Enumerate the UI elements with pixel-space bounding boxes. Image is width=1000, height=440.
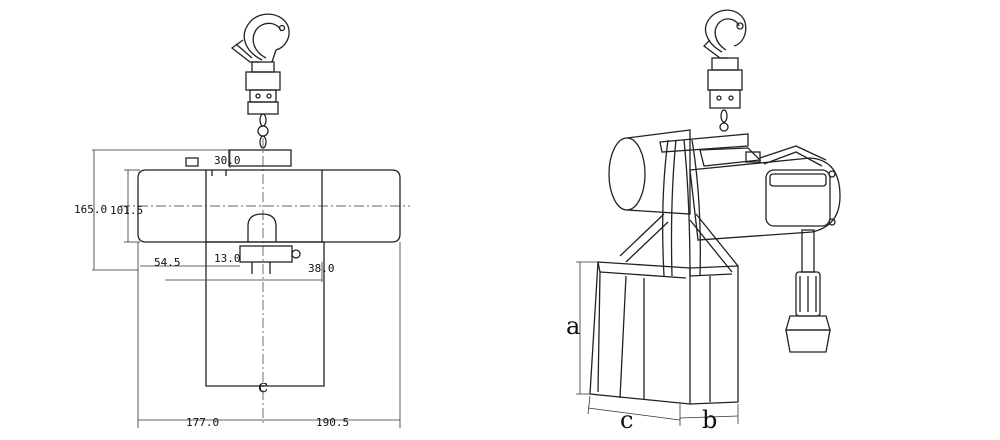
front-view: [137, 13, 401, 387]
dimension-texts: 30.0 165.0 101.5 54.5 13.0 38.0 177.0 19…: [74, 154, 349, 429]
dim-top-offset: 30.0: [214, 154, 241, 167]
perspective-label-c: c: [620, 406, 633, 434]
hook-perspective: [703, 9, 747, 59]
front-label-c: c: [258, 376, 268, 397]
dimension-lines: [92, 149, 401, 428]
swivel-block-front: [245, 61, 281, 115]
dim-body-height: 101.5: [110, 204, 143, 217]
chain-bag-perspective: [589, 261, 739, 405]
dim-left-width: 177.0: [186, 416, 219, 429]
handle-bar: [759, 145, 827, 167]
perspective-view: [589, 9, 841, 405]
perspective-labels: a c b: [566, 312, 717, 434]
centerlines: [120, 138, 410, 425]
perspective-dimension-lines: [576, 261, 739, 426]
bottom-block-front: [239, 213, 301, 274]
perspective-label-b: b: [702, 406, 717, 434]
top-frame: [659, 133, 762, 167]
dim-center-offset: 13.0: [214, 252, 241, 265]
bag-supports: [619, 213, 739, 273]
dim-left-offset: 54.5: [154, 256, 181, 269]
dim-right-offset: 38.0: [308, 262, 335, 275]
top-plate: [228, 149, 292, 167]
motor-right: [689, 157, 841, 241]
dim-right-width: 190.5: [316, 416, 349, 429]
motor-body-front: [137, 157, 401, 243]
hook-front: [230, 13, 290, 63]
swivel-perspective: [707, 57, 743, 109]
perspective-label-a: a: [566, 312, 580, 340]
dim-overall-height: 165.0: [74, 203, 107, 216]
motor-left: [608, 129, 691, 215]
cable-plug: [785, 229, 831, 353]
chain-perspective: [719, 109, 729, 132]
chain-hanging: [662, 139, 701, 277]
